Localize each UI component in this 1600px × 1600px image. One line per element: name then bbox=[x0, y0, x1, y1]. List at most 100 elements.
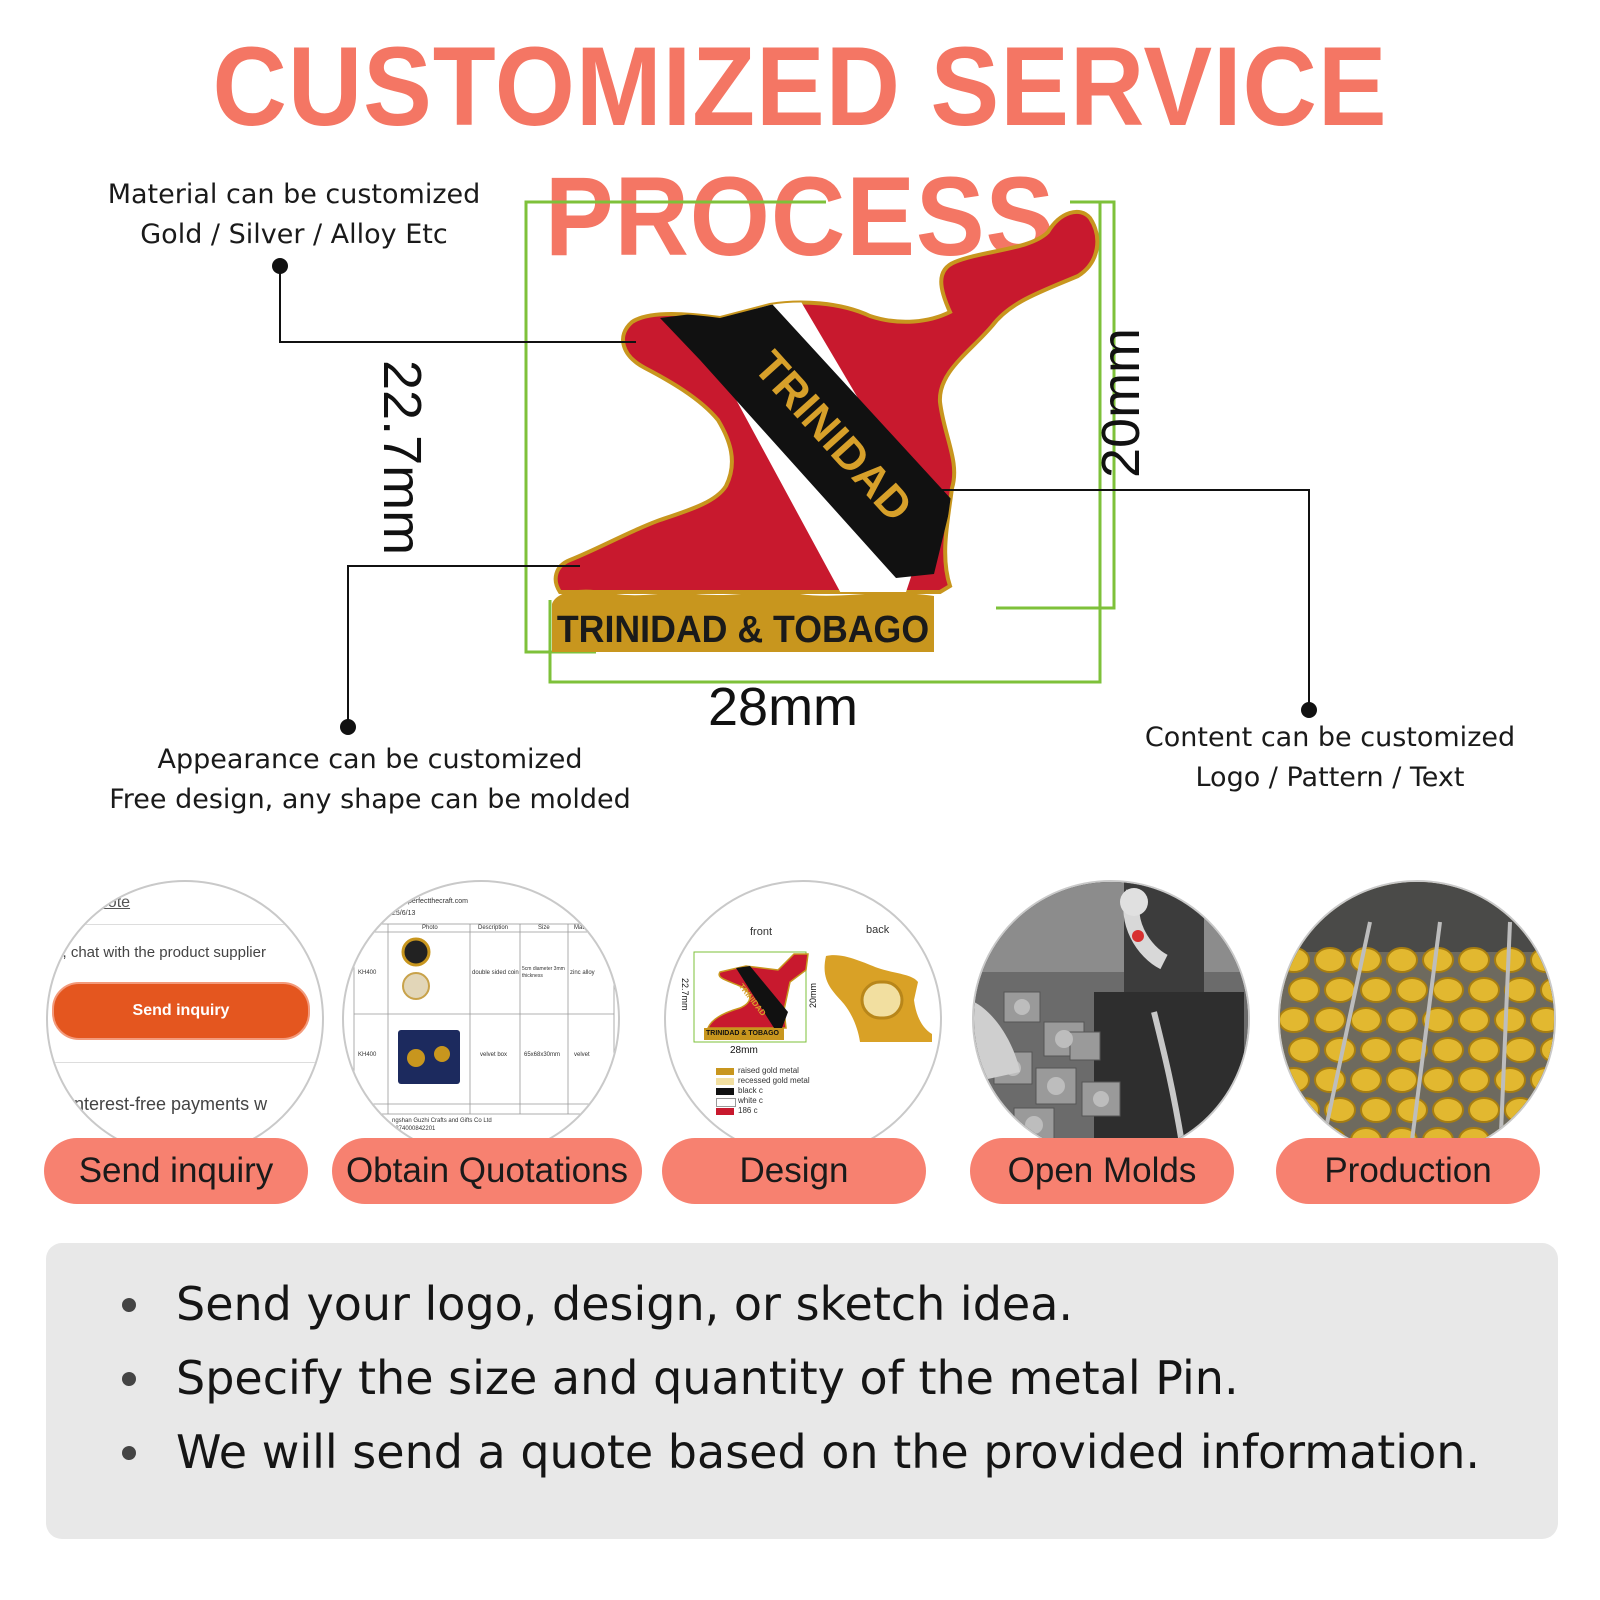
coin bbox=[1314, 1007, 1346, 1033]
bullet-dot bbox=[122, 1372, 136, 1386]
bullet-dot bbox=[122, 1446, 136, 1460]
content-callout-heading: Content can be customized bbox=[1144, 722, 1516, 753]
pin-image: TRINIDAD TRINIDAD & TOBAGO bbox=[552, 209, 1100, 652]
step-label-open-molds: Open Molds bbox=[970, 1138, 1234, 1204]
design-artwork: front back TRINIDAD TRINIDAD & TOBAGO 28… bbox=[664, 880, 942, 1158]
instruction-item: Specify the size and quantity of the met… bbox=[116, 1341, 1480, 1415]
design-base-text: TRINIDAD & TOBAGO bbox=[706, 1030, 779, 1037]
quotation-row2-code: KH400 bbox=[358, 1052, 377, 1058]
coin bbox=[1350, 1007, 1382, 1033]
legend-swatch bbox=[716, 1098, 736, 1107]
bullet-dot bbox=[122, 1298, 136, 1312]
quotation-col-material: Mat bbox=[574, 925, 585, 931]
mold-workshop-illustration bbox=[974, 882, 1248, 1156]
send-inquiry-screenshot: quote or, chat with the product supplier… bbox=[46, 880, 324, 1158]
instruction-text: We will send a quote based on the provid… bbox=[176, 1425, 1480, 1479]
legend-swatch bbox=[716, 1088, 734, 1095]
material-callout-heading: Material can be customized bbox=[107, 179, 481, 210]
design-drawing bbox=[693, 951, 932, 1043]
coin-photo-back bbox=[402, 972, 430, 1000]
mold-workshop-photo bbox=[972, 880, 1250, 1158]
coin bbox=[1396, 977, 1428, 1003]
callout-leaders bbox=[279, 266, 1310, 727]
coin bbox=[1458, 1007, 1490, 1033]
coin bbox=[1432, 977, 1464, 1003]
quote-link: quote bbox=[90, 894, 131, 911]
instruction-text: Send your logo, design, or sketch idea. bbox=[176, 1277, 1074, 1331]
coin bbox=[1458, 1067, 1490, 1093]
pin-base-text: TRINIDAD & TOBAGO bbox=[557, 608, 929, 650]
height-dimension-label: 22.7mm bbox=[372, 360, 432, 556]
callout-dot-content bbox=[1301, 702, 1317, 718]
coin bbox=[1386, 1007, 1418, 1033]
quotation-footer-company: ngshan Guzhi Crafts and Gifts Co Ltd bbox=[392, 1118, 492, 1124]
quotation-row2-material: velvet bbox=[574, 1052, 590, 1058]
design-height-label: 22.7mm bbox=[680, 978, 690, 1011]
appearance-callout-detail: Free design, any shape can be molded bbox=[109, 784, 631, 815]
instructions-panel: Send your logo, design, or sketch idea. … bbox=[46, 1243, 1558, 1539]
coin bbox=[1530, 1007, 1554, 1033]
material-callout: Material can be customized Gold / Silver… bbox=[98, 175, 490, 255]
coin bbox=[1468, 1097, 1500, 1123]
coin bbox=[1350, 1067, 1382, 1093]
step-label-send-inquiry: Send inquiry bbox=[44, 1138, 308, 1204]
instruction-text: Specify the size and quantity of the met… bbox=[176, 1351, 1239, 1405]
appearance-callout: Appearance can be customized Free design… bbox=[90, 740, 650, 820]
instruction-item: Send your logo, design, or sketch idea. bbox=[116, 1267, 1480, 1341]
legend-label: recessed gold metal bbox=[738, 1076, 810, 1085]
coin bbox=[1280, 1007, 1310, 1033]
step-design: front back TRINIDAD TRINIDAD & TOBAGO 28… bbox=[662, 880, 942, 1205]
coin bbox=[1386, 1067, 1418, 1093]
coin bbox=[1468, 977, 1500, 1003]
coin bbox=[1314, 1067, 1346, 1093]
step-label-obtain-quotations: Obtain Quotations bbox=[332, 1138, 642, 1204]
legend-swatch bbox=[716, 1068, 734, 1075]
coin bbox=[1504, 1037, 1536, 1063]
coin bbox=[1360, 1037, 1392, 1063]
quotation-row2-size: 65x68x30mm bbox=[524, 1052, 561, 1058]
coin bbox=[1530, 947, 1554, 973]
quotation-screenshot: perfectthecraft.com 25/6/13 Photo Descri… bbox=[342, 880, 620, 1158]
quotation-row1-code: KH400 bbox=[358, 970, 377, 976]
chat-supplier-text: or, chat with the product supplier bbox=[50, 944, 266, 961]
legend-label: raised gold metal bbox=[738, 1066, 799, 1075]
mock-send-inquiry-label: Send inquiry bbox=[132, 1002, 230, 1019]
coin bbox=[1422, 1007, 1454, 1033]
coin bbox=[1494, 1007, 1526, 1033]
coin bbox=[1360, 977, 1392, 1003]
legend-swatch bbox=[716, 1108, 734, 1115]
coin bbox=[1458, 947, 1490, 973]
page-title: CUSTOMIZED SERVICE PROCESS bbox=[212, 24, 1388, 279]
coin bbox=[1288, 1037, 1320, 1063]
legend-label: black c bbox=[738, 1086, 763, 1095]
quotation-row2-description: velvet box bbox=[480, 1052, 508, 1058]
coin bbox=[1504, 977, 1536, 1003]
coin bbox=[1432, 1037, 1464, 1063]
mock-send-inquiry-button: Send inquiry bbox=[52, 982, 310, 1040]
coin bbox=[1494, 1067, 1526, 1093]
design-width-label: 28mm bbox=[730, 1045, 758, 1056]
quotation-header: perfectthecraft.com bbox=[408, 898, 468, 905]
step-label-design: Design bbox=[662, 1138, 926, 1204]
design-back-pinpost bbox=[860, 980, 904, 1020]
quotation-col-photo: Photo bbox=[422, 925, 438, 931]
step-send-inquiry: quote or, chat with the product supplier… bbox=[44, 880, 324, 1205]
design-front-label: front bbox=[750, 926, 773, 938]
coin bbox=[1386, 947, 1418, 973]
quotation-col-description: Description bbox=[478, 925, 509, 931]
coin bbox=[1396, 1097, 1428, 1123]
pin-black-sash bbox=[660, 304, 952, 578]
coin bbox=[1360, 1097, 1392, 1123]
payments-text: nterest-free payments w bbox=[74, 1094, 268, 1114]
coin bbox=[1350, 947, 1382, 973]
coin bbox=[1530, 1127, 1554, 1153]
step-open-molds: Open Molds bbox=[970, 880, 1250, 1205]
coin bbox=[1396, 1037, 1428, 1063]
production-coins-illustration bbox=[1280, 882, 1554, 1156]
coin bbox=[1324, 977, 1356, 1003]
step-label-production: Production bbox=[1276, 1138, 1540, 1204]
instruction-item: We will send a quote based on the provid… bbox=[116, 1415, 1480, 1489]
coin bbox=[1280, 947, 1310, 973]
coin bbox=[1530, 1067, 1554, 1093]
appearance-callout-heading: Appearance can be customized bbox=[157, 744, 583, 775]
